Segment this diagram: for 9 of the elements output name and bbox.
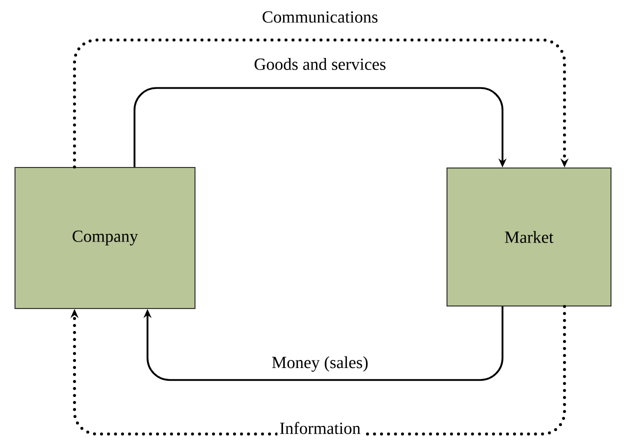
process-box: Company bbox=[14, 167, 196, 309]
edge-label: Communications bbox=[260, 9, 380, 25]
arrow bbox=[73, 38, 569, 168]
edge-label: Money (sales) bbox=[270, 354, 370, 374]
edge-label: Information bbox=[277, 420, 363, 436]
process-box: Market bbox=[446, 168, 612, 306]
edge-label: Goods and services bbox=[252, 56, 388, 72]
arrow bbox=[143, 306, 504, 381]
arrow bbox=[70, 305, 566, 436]
